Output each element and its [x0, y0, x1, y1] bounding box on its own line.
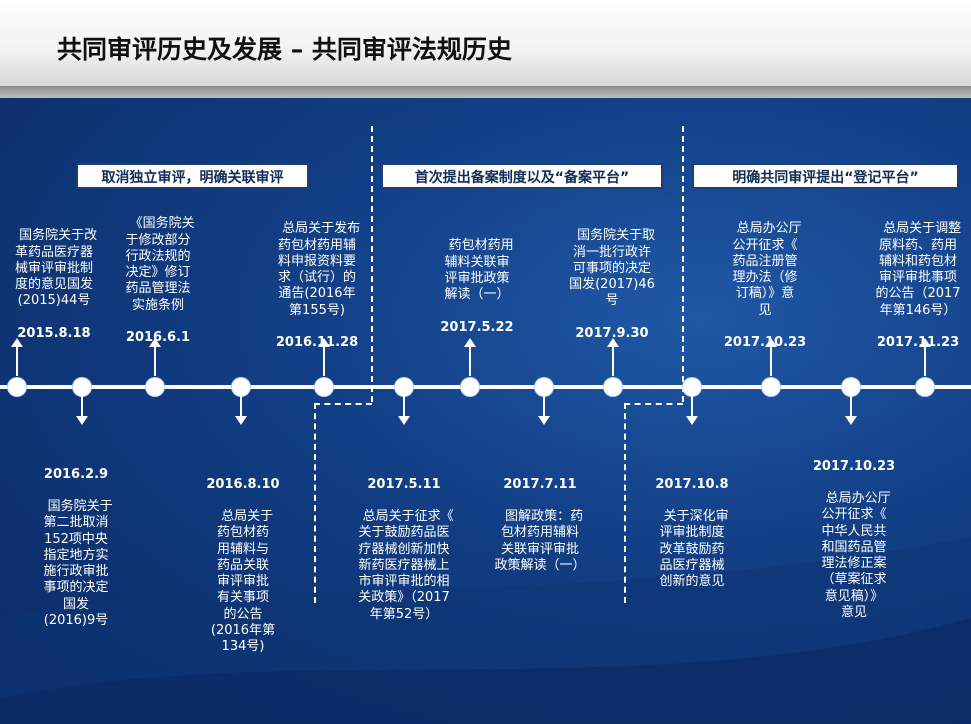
- timeline-node: [916, 378, 934, 396]
- event-date: 2016.8.10: [206, 476, 280, 492]
- phase-separator-2-step: [624, 403, 683, 405]
- phase-separator-2-lower: [624, 403, 626, 603]
- phase-separator-1-step: [314, 403, 372, 405]
- arrow-up-icon: [464, 338, 476, 376]
- event-date: 2017.10.23: [723, 335, 807, 350]
- event-description: 总局办公厅 公开征求《 药品注册管 理办法（修 订稿）》意 见: [732, 221, 802, 318]
- event-description: 总局关于 药包材药 用辅料与 药品关联 审评审批 有关事项 的公告 (2016年…: [210, 509, 276, 654]
- event-date: 2017.5.22: [440, 319, 514, 335]
- event-description: 药包材药用 辅料关联审 评审批政策 解读（一）: [444, 238, 514, 302]
- event-2017-5-22: 药包材药用 辅料关联审 评审批政策 解读（一） 2017.5.22: [425, 222, 529, 352]
- event-description: 总局关于调整 原料药、药用 辅料和药包材 审评审批事项 的公告（2017 年第1…: [875, 221, 962, 318]
- event-2017-10-23-register: 总局办公厅 公开征求《 药品注册管 理办法（修 订稿）》意 见 2017.10.…: [712, 205, 818, 368]
- event-date: 2016.11.28: [275, 335, 359, 350]
- arrow-down-icon: [686, 395, 698, 425]
- arrow-up-icon: [919, 338, 931, 376]
- event-description: 总局办公厅 公开征求《 中华人民共 和国药品管 理法修正案 （草案征求 意见稿）…: [821, 491, 891, 620]
- arrow-up-icon: [765, 338, 777, 376]
- event-2017-7-11: 2017.7.11 图解政策：药 包材药用辅料 关联审评审批 政策解读（一）: [482, 444, 598, 574]
- event-description: 总局关于征求《 关于鼓励药品医 疗器械创新加快 新药医疗器械上 市审评审批的相 …: [358, 509, 454, 622]
- event-description: 关于深化审 评审批制度 改革鼓励药 品医疗器械 创新的意见: [659, 509, 729, 589]
- event-date: 2017.10.8: [655, 476, 729, 492]
- arrow-up-icon: [11, 338, 23, 376]
- phase-separator-1-upper: [371, 126, 373, 402]
- arrow-up-icon: [318, 338, 330, 376]
- slide-header: 共同审评历史及发展 – 共同审评法规历史: [0, 0, 971, 86]
- timeline-node: [8, 378, 26, 396]
- timeline-node: [146, 378, 164, 396]
- event-description: 国务院关于取 消一批行政许 可事项的决定 国发(2017)46 号: [569, 228, 656, 309]
- timeline-panel: [0, 98, 971, 724]
- event-2015-8-18: 国务院关于改 革药品医疗器 械审评审批制 度的意见国发 (2015)44号 20…: [0, 212, 108, 358]
- event-description: 国务院关于 第二批取消 152项中央 指定地方实 施行政审批 事项的决定 国发 …: [43, 499, 113, 628]
- event-2016-6-1: 《国务院关 于修改部分 行政法规的 决定》修订 药品管理法 实施条例 2016.…: [108, 200, 208, 363]
- event-description: 国务院关于改 革药品医疗器 械审评审批制 度的意见国发 (2015)44号: [14, 228, 98, 309]
- event-2016-8-10: 2016.8.10 总局关于 药包材药 用辅料与 药品关联 审评审批 有关事项 …: [194, 444, 292, 655]
- phase-separator-2-upper: [682, 126, 684, 402]
- arrow-up-icon: [607, 338, 619, 376]
- event-date: 2017.7.11: [503, 476, 577, 492]
- background-waves: [0, 538, 971, 724]
- event-2016-11-28: 总局关于发布 药包材药用辅 料申报资料要 求（试行）的 通告(2016年 第15…: [258, 205, 376, 368]
- event-date: 2017.5.11: [367, 476, 441, 492]
- arrow-down-icon: [76, 395, 88, 425]
- event-2017-10-23-law: 2017.10.23 总局办公厅 公开征求《 中华人民共 和国药品管 理法修正案…: [802, 426, 906, 621]
- arrow-down-icon: [538, 395, 550, 425]
- event-2017-5-11: 2017.5.11 总局关于征求《 关于鼓励药品医 疗器械创新加快 新药医疗器械…: [334, 444, 474, 623]
- phase-label-2: 首次提出备案制度以及“备案平台”: [381, 163, 663, 189]
- timeline-node: [604, 378, 622, 396]
- timeline-node: [683, 378, 701, 396]
- header-divider: [0, 86, 971, 98]
- arrow-down-icon: [845, 395, 857, 425]
- event-2017-9-30: 国务院关于取 消一批行政许 可事项的决定 国发(2017)46 号 2017.9…: [555, 212, 669, 358]
- arrow-up-icon: [149, 338, 161, 376]
- event-date: 2016.2.9: [43, 466, 109, 482]
- timeline-node: [461, 378, 479, 396]
- event-description: 总局关于发布 药包材药用辅 料申报资料要 求（试行）的 通告(2016年 第15…: [277, 221, 361, 318]
- timeline-node: [315, 378, 333, 396]
- phase-label-1: 取消独立审评，明确关联审评: [76, 163, 309, 189]
- event-2016-2-9: 2016.2.9 国务院关于 第二批取消 152项中央 指定地方实 施行政审批 …: [26, 434, 126, 629]
- arrow-down-icon: [398, 395, 410, 425]
- phase-separator-1-lower: [314, 403, 316, 603]
- timeline-node: [762, 378, 780, 396]
- event-2017-11-23: 总局关于调整 原料药、药用 辅料和药包材 审评审批事项 的公告（2017 年第1…: [865, 205, 971, 368]
- event-date: 2015.8.18: [17, 325, 91, 341]
- arrow-down-icon: [235, 395, 247, 425]
- event-date: 2017.10.23: [812, 458, 896, 474]
- timeline-node: [232, 378, 250, 396]
- timeline-node: [535, 378, 553, 396]
- timeline-node: [842, 378, 860, 396]
- timeline-axis: [0, 385, 971, 389]
- event-description: 图解政策：药 包材药用辅料 关联审评审批 政策解读（一）: [494, 509, 586, 573]
- event-date: 2017.9.30: [575, 325, 649, 341]
- event-2017-10-8: 2017.10.8 关于深化审 评审批制度 改革鼓励药 品医疗器械 创新的意见: [640, 444, 744, 590]
- phase-label-3: 明确共同审评提出“登记平台”: [692, 163, 959, 189]
- event-date: 2017.11.23: [876, 335, 960, 350]
- event-description: 《国务院关 于修改部分 行政法规的 决定》修订 药品管理法 实施条例: [125, 216, 195, 313]
- page-title: 共同审评历史及发展 – 共同审评法规历史: [57, 35, 512, 64]
- timeline-node: [73, 378, 91, 396]
- event-date: 2016.6.1: [125, 330, 191, 345]
- timeline-node: [395, 378, 413, 396]
